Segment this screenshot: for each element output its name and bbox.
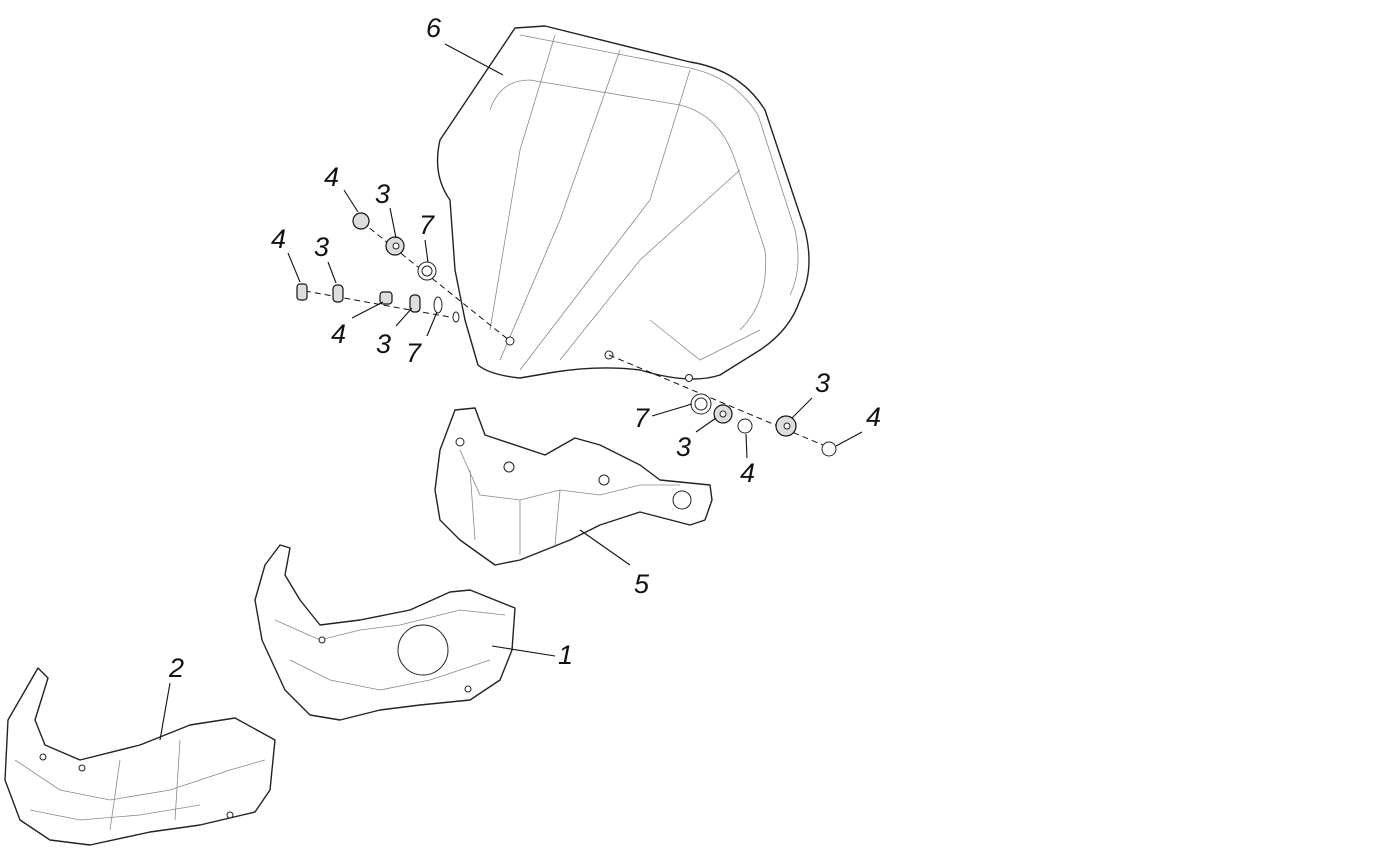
callout-6: 6 (426, 13, 442, 43)
callout-3: 3 (375, 179, 390, 209)
callout-4: 4 (866, 402, 881, 432)
callout-4: 4 (324, 162, 339, 192)
windshield-part-6 (436, 25, 810, 382)
callout-4: 4 (331, 319, 346, 349)
callout-7: 7 (419, 210, 435, 240)
hardware-fasteners (296, 212, 837, 457)
callout-3: 3 (376, 329, 391, 359)
callout-7: 7 (406, 338, 422, 368)
assembly-axis-left (304, 290, 456, 319)
callout-2: 2 (168, 653, 184, 683)
callout-5: 5 (634, 569, 650, 599)
callout-1: 1 (558, 640, 573, 670)
callout-4: 4 (271, 224, 286, 254)
callout-7: 7 (634, 403, 650, 433)
fairing-part-2 (4, 667, 276, 846)
bracket-part-5 (434, 407, 713, 566)
callout-4: 4 (740, 458, 755, 488)
leader-lines (159, 43, 863, 741)
callout-3: 3 (314, 232, 329, 262)
fairing-part-1 (254, 544, 516, 721)
callout-3: 3 (676, 432, 691, 462)
callout-3: 3 (815, 368, 830, 398)
